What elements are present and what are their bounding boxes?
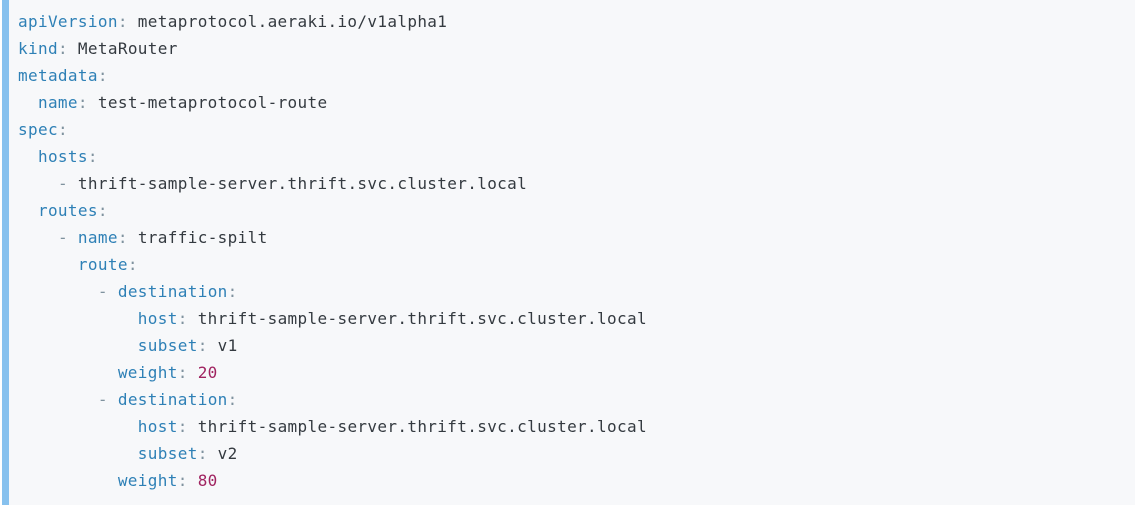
token-punc: : [97, 201, 108, 220]
token-key: kind [18, 39, 58, 58]
token-ws [18, 363, 118, 382]
token-key: routes [37, 201, 98, 220]
code-line: subset: v1 [18, 332, 1125, 359]
token-punc: : [77, 93, 98, 112]
token-punc: : [227, 282, 238, 301]
token-key: destination [117, 282, 228, 301]
token-ws [18, 336, 138, 355]
token-val: traffic-spilt [137, 228, 268, 247]
token-ws [18, 282, 98, 301]
token-key: weight [117, 471, 178, 490]
token-ws [18, 147, 38, 166]
code-line: - destination: [18, 278, 1125, 305]
token-key: host [137, 417, 178, 436]
token-val: thrift-sample-server.thrift.svc.cluster.… [197, 309, 647, 328]
code-line: routes: [18, 197, 1125, 224]
yaml-code-block: apiVersion: metaprotocol.aeraki.io/v1alp… [2, 0, 1135, 505]
token-punc: : [117, 12, 138, 31]
token-key: apiVersion [18, 12, 118, 31]
token-num: 80 [197, 471, 218, 490]
code-line: spec: [18, 116, 1125, 143]
token-key: hosts [37, 147, 88, 166]
token-punc: : [197, 444, 218, 463]
token-punc: : [117, 228, 138, 247]
token-punc: : [57, 39, 78, 58]
token-punc: : [177, 363, 198, 382]
code-line: name: test-metaprotocol-route [18, 89, 1125, 116]
token-punc: - [57, 174, 78, 193]
code-line: - thrift-sample-server.thrift.svc.cluste… [18, 170, 1125, 197]
code-line: subset: v2 [18, 440, 1125, 467]
token-num: 20 [197, 363, 218, 382]
token-key: host [137, 309, 178, 328]
token-key: route [77, 255, 128, 274]
token-punc: : [177, 309, 198, 328]
token-key: spec [18, 120, 58, 139]
token-ws [18, 201, 38, 220]
token-val: thrift-sample-server.thrift.svc.cluster.… [77, 174, 528, 193]
token-ws [18, 255, 78, 274]
token-ws [18, 390, 98, 409]
token-punc: : [177, 471, 198, 490]
token-punc: - [97, 390, 118, 409]
token-punc: : [57, 120, 68, 139]
token-key: destination [117, 390, 228, 409]
token-val: metaprotocol.aeraki.io/v1alpha1 [137, 12, 448, 31]
code-line: apiVersion: metaprotocol.aeraki.io/v1alp… [18, 8, 1125, 35]
code-line: hosts: [18, 143, 1125, 170]
token-punc: : [87, 147, 98, 166]
token-key: name [37, 93, 78, 112]
code-line: weight: 80 [18, 467, 1125, 494]
token-val: MetaRouter [77, 39, 178, 58]
token-punc: : [127, 255, 138, 274]
token-punc: : [227, 390, 238, 409]
code-line: host: thrift-sample-server.thrift.svc.cl… [18, 413, 1125, 440]
code-line: host: thrift-sample-server.thrift.svc.cl… [18, 305, 1125, 332]
token-punc: : [177, 417, 198, 436]
token-ws [18, 444, 138, 463]
token-key: subset [137, 336, 198, 355]
token-ws [18, 309, 138, 328]
token-punc: : [97, 66, 108, 85]
code-line: weight: 20 [18, 359, 1125, 386]
code-line: kind: MetaRouter [18, 35, 1125, 62]
token-punc: : [197, 336, 218, 355]
token-ws [18, 417, 138, 436]
token-ws [18, 471, 118, 490]
code-line: - name: traffic-spilt [18, 224, 1125, 251]
code-line: metadata: [18, 62, 1125, 89]
token-val: v2 [217, 444, 238, 463]
token-val: test-metaprotocol-route [97, 93, 328, 112]
token-key: subset [137, 444, 198, 463]
yaml-code: apiVersion: metaprotocol.aeraki.io/v1alp… [18, 8, 1125, 494]
token-punc: - [97, 282, 118, 301]
token-val: thrift-sample-server.thrift.svc.cluster.… [197, 417, 647, 436]
token-ws [18, 93, 38, 112]
token-punc: - [57, 228, 78, 247]
token-key: weight [117, 363, 178, 382]
code-line: route: [18, 251, 1125, 278]
token-key: metadata [18, 66, 98, 85]
code-line: - destination: [18, 386, 1125, 413]
token-ws [18, 228, 58, 247]
token-key: name [77, 228, 118, 247]
token-ws [18, 174, 58, 193]
token-val: v1 [217, 336, 238, 355]
